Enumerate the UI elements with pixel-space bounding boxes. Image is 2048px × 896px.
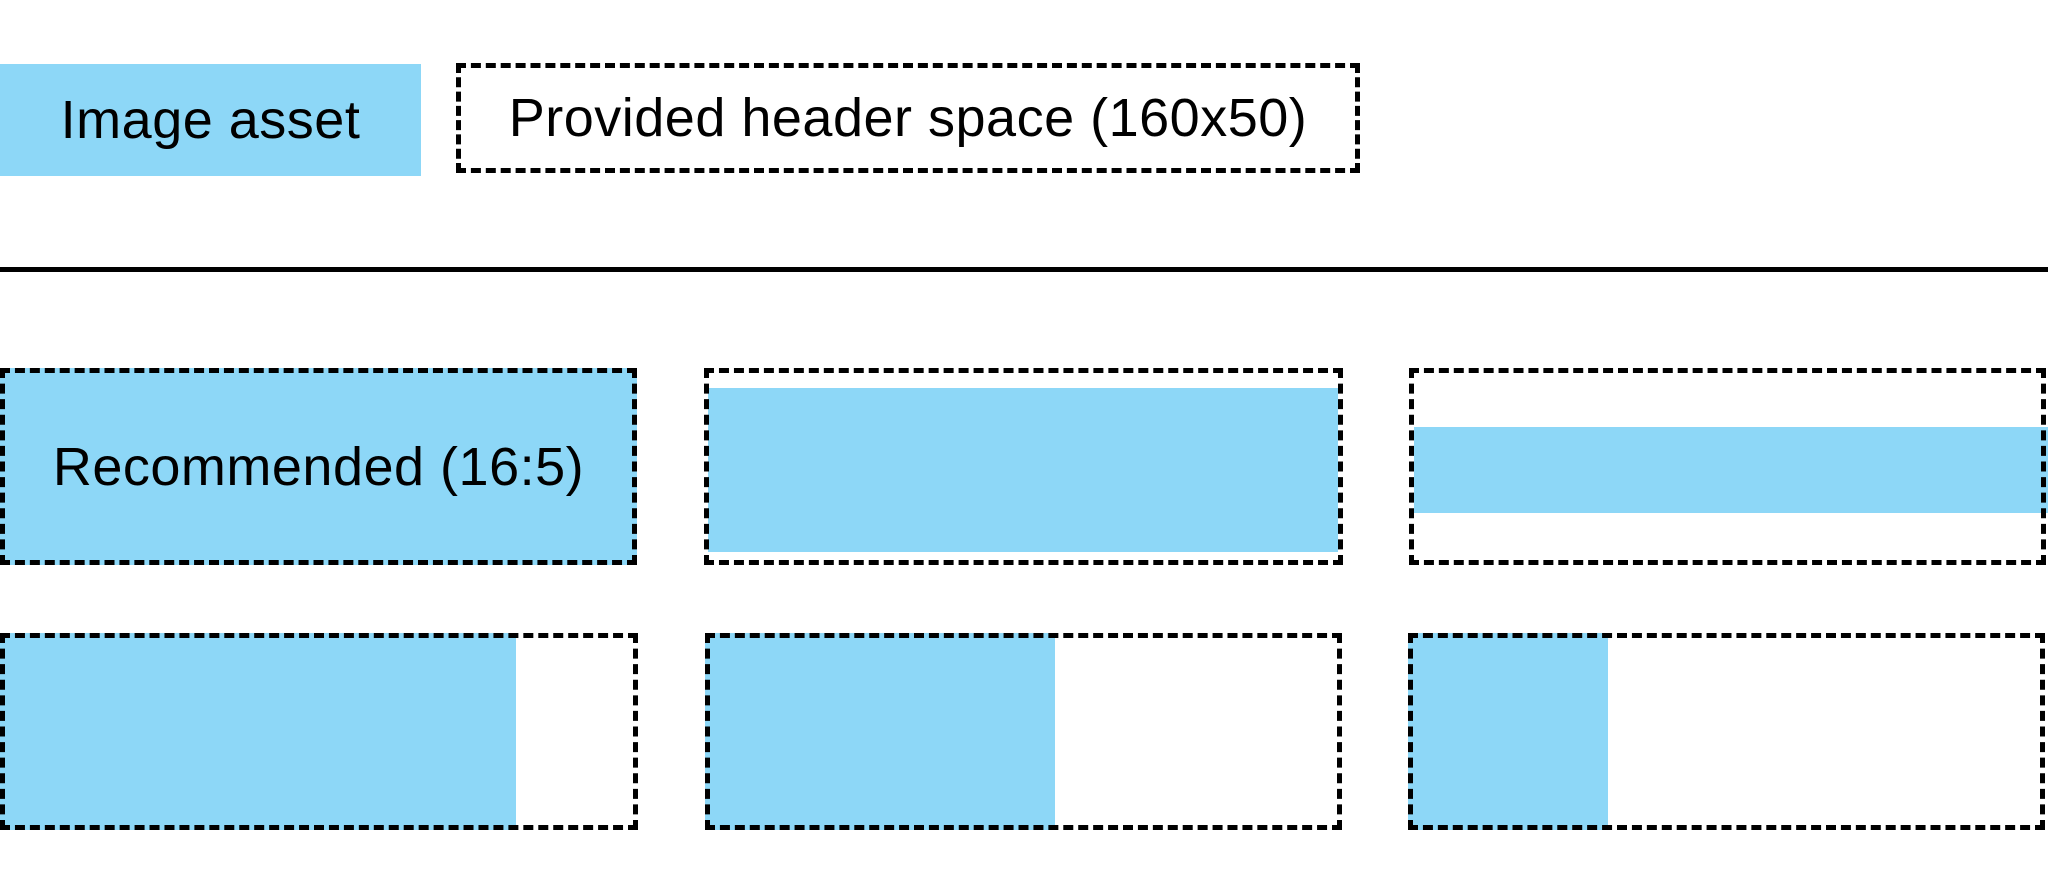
recommended-label: Recommended (16:5) bbox=[52, 436, 585, 497]
recommended-aspect-box: Recommended (16:5) bbox=[0, 368, 637, 565]
separator-line bbox=[0, 267, 2048, 272]
header-space-box-thin-band bbox=[1409, 368, 2046, 565]
image-fill-half-width bbox=[705, 633, 1055, 830]
provided-header-space-box: Provided header space (160x50) bbox=[456, 63, 1360, 173]
image-fill-thin-band bbox=[1414, 427, 2048, 513]
image-asset-label: Image asset bbox=[60, 90, 361, 150]
header-space-box-wide-partial bbox=[0, 633, 638, 830]
header-space-box-half-width bbox=[705, 633, 1342, 830]
image-asset-swatch: Image asset bbox=[0, 64, 421, 176]
provided-header-space-label: Provided header space (160x50) bbox=[508, 88, 1308, 148]
image-fill-letterboxed bbox=[708, 388, 1338, 552]
image-fill-quarter-width bbox=[1408, 633, 1608, 830]
header-space-box-quarter-width bbox=[1408, 633, 2045, 830]
header-space-box-letterboxed bbox=[704, 368, 1343, 565]
image-fill-wide-partial bbox=[0, 633, 516, 830]
